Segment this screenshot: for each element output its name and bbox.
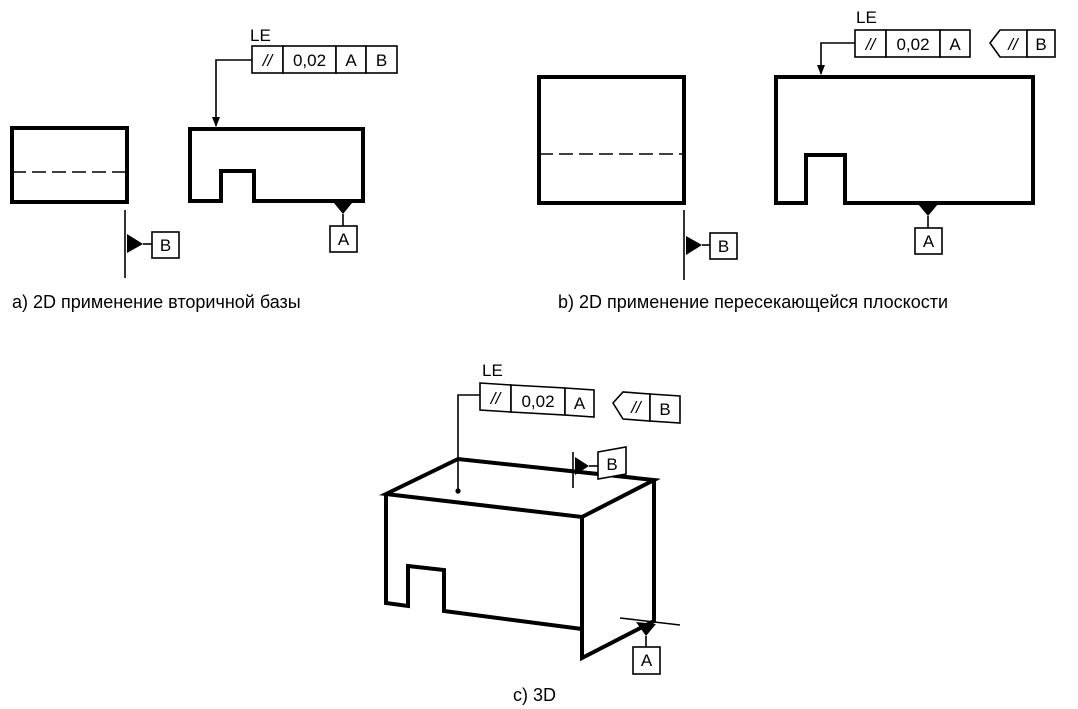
panel-c-caption: c) 3D bbox=[513, 685, 556, 705]
panel-b-side-view bbox=[537, 75, 686, 205]
panel-c-leader-dot bbox=[455, 488, 461, 494]
panel-c-right-face bbox=[580, 480, 656, 662]
panel-a-datum-a-label: A bbox=[338, 230, 350, 249]
panel-b-tolerance-frame: // 0,02 A bbox=[854, 29, 971, 58]
panel-b-datum-a-box bbox=[914, 227, 943, 255]
panel-c-datum-b-triangle bbox=[575, 457, 589, 475]
panel-a: B A LE // 0,02 A B a) 2D применение втор… bbox=[10, 26, 398, 312]
panel-c-datum-b-box bbox=[597, 446, 627, 480]
panel-b-datum-b-label: B bbox=[718, 237, 729, 256]
panel-c-tolerance-value: 0,02 bbox=[521, 392, 554, 411]
panel-b-part bbox=[774, 75, 1035, 205]
panel-a-tolerance-frame: // 0,02 A B bbox=[251, 45, 398, 74]
panel-a-datum-a-box bbox=[329, 225, 358, 253]
panel-c-tolerance-frame: // 0,02 A bbox=[479, 382, 595, 418]
panel-a-side-view bbox=[10, 126, 129, 204]
panel-a-datum-b-triangle bbox=[127, 234, 143, 253]
panel-c-datum-ref-1: A bbox=[574, 394, 586, 413]
panel-a-part bbox=[188, 127, 365, 203]
panel-a-datum-ref-1: A bbox=[345, 51, 357, 70]
panel-a-leader bbox=[212, 59, 252, 127]
panel-a-caption: a) 2D применение вторичной базы bbox=[12, 292, 301, 312]
panel-b-datum-b-triangle bbox=[686, 236, 702, 255]
panel-c-indicator-symbol: // bbox=[630, 398, 643, 417]
panel-b-datum-a-triangle bbox=[918, 204, 938, 216]
panel-b-caption: b) 2D применение пересекающейся плоскост… bbox=[558, 292, 948, 312]
panel-c-datum-a-box bbox=[632, 646, 661, 675]
panel-b-indicator-symbol: // bbox=[1007, 35, 1020, 54]
panel-b-modifier: LE bbox=[856, 8, 877, 27]
panel-c-parallelism-symbol: // bbox=[490, 389, 503, 408]
panel-b-datum-a-label: A bbox=[923, 232, 935, 251]
panel-c-leader bbox=[457, 394, 480, 490]
panel-c: LE // 0,02 A // B B A c) 3D bbox=[378, 361, 681, 705]
panel-c-indicator-datum: B bbox=[659, 400, 670, 419]
panel-b-intersection-indicator: // B bbox=[989, 29, 1056, 58]
panel-b-indicator-datum: B bbox=[1035, 35, 1046, 54]
panel-c-modifier: LE bbox=[482, 361, 503, 380]
panel-c-front-face-slot bbox=[384, 494, 583, 631]
panel-a-modifier: LE bbox=[250, 26, 271, 45]
panel-a-parallelism-symbol: // bbox=[262, 51, 275, 70]
panel-a-datum-a-triangle bbox=[334, 203, 352, 214]
panel-b-leader bbox=[817, 42, 855, 75]
panel-a-datum-b-label: B bbox=[160, 236, 171, 255]
panel-b-parallelism-symbol: // bbox=[865, 35, 878, 54]
panel-c-datum-a-label: A bbox=[641, 651, 653, 670]
panel-c-datum-a-triangle bbox=[636, 622, 656, 636]
panel-c-datum-b-label: B bbox=[606, 455, 617, 474]
panel-c-datum-a-line bbox=[619, 617, 681, 626]
panel-b-datum-ref-1: A bbox=[949, 35, 961, 54]
panel-b-tolerance-value: 0,02 bbox=[896, 35, 929, 54]
panel-b: B A LE // 0,02 A // B b) 2D применение п… bbox=[537, 8, 1056, 312]
panel-b-datum-b-box bbox=[709, 232, 738, 260]
panel-a-datum-ref-2: B bbox=[376, 51, 387, 70]
panel-a-tolerance-value: 0,02 bbox=[293, 51, 326, 70]
panel-c-intersection-indicator: // B bbox=[612, 391, 681, 424]
panel-a-datum-b-box bbox=[151, 231, 180, 259]
